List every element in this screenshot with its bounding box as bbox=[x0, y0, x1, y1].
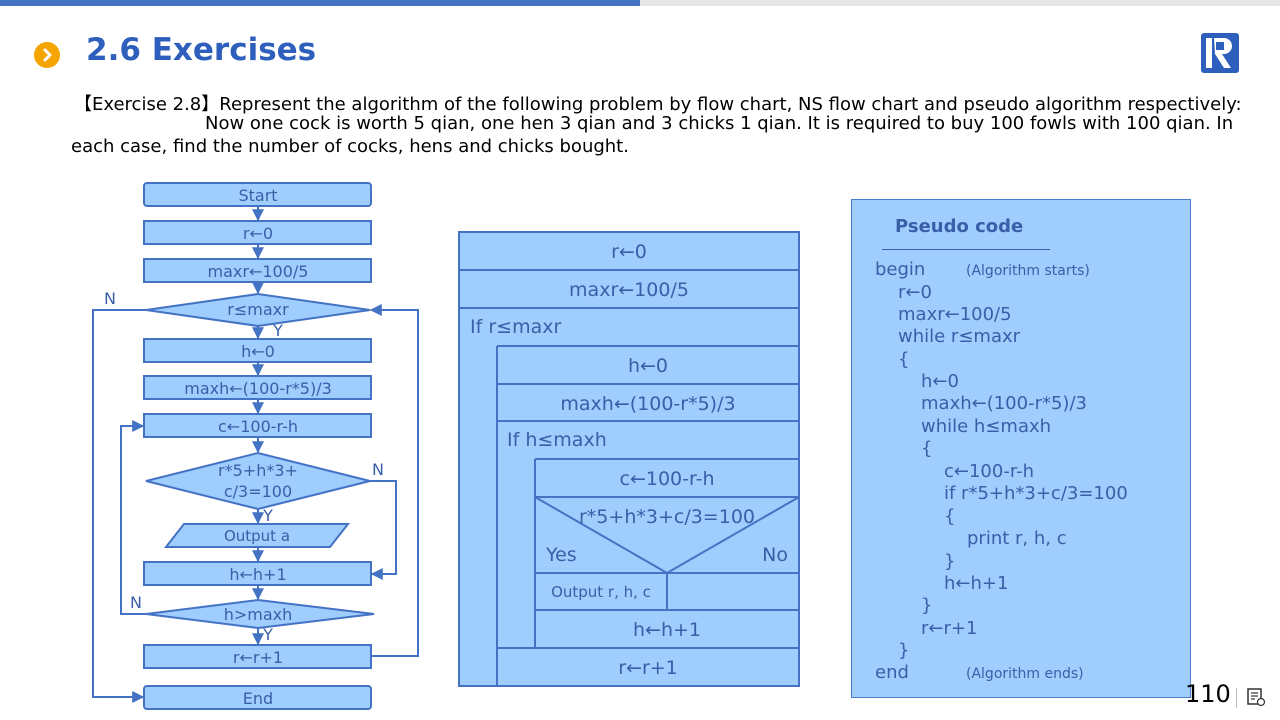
pseudo-line: print r, h, c bbox=[967, 528, 1067, 549]
ns-if-h-label: If h≤maxh bbox=[507, 429, 607, 451]
top-progress-track bbox=[640, 0, 1280, 6]
pseudo-begin: begin bbox=[875, 259, 926, 280]
ns-labels: r←0 maxr←100/5 If r≤maxr h←0 maxh←(100-r… bbox=[470, 241, 788, 679]
pseudo-line: maxr←100/5 bbox=[898, 304, 1012, 325]
pseudo-line: { bbox=[898, 349, 910, 370]
fc-h-init-label: h←0 bbox=[241, 342, 275, 361]
pseudo-code-box: Pseudo code begin (Algorithm starts) r←0… bbox=[851, 199, 1191, 698]
pseudo-begin-note: (Algorithm starts) bbox=[966, 263, 1090, 279]
ns-chart bbox=[458, 231, 800, 687]
fc-c-calc-label: c←100-r-h bbox=[218, 417, 298, 436]
ns-yes-label: Yes bbox=[545, 544, 577, 566]
fc-yes-label-1: Y bbox=[272, 321, 283, 340]
ns-r-init-label: r←0 bbox=[611, 241, 647, 263]
fc-h-inc-label: h←h+1 bbox=[229, 565, 286, 584]
pseudo-line: } bbox=[944, 551, 956, 572]
pseudo-line: } bbox=[898, 640, 910, 661]
fc-r-init-label: r←0 bbox=[243, 224, 273, 243]
page-title: 2.6 Exercises bbox=[86, 32, 317, 68]
fc-maxh-label: maxh←(100-r*5)/3 bbox=[184, 379, 332, 398]
pseudo-line: c←100-r-h bbox=[944, 461, 1034, 482]
pseudo-line: while r≤maxr bbox=[898, 326, 1021, 347]
top-progress-bar bbox=[0, 0, 640, 6]
ns-maxh-label: maxh←(100-r*5)/3 bbox=[560, 393, 735, 415]
ns-no-label: No bbox=[762, 544, 788, 566]
fc-output-label: Output a bbox=[224, 527, 290, 545]
flowchart-labels: Start r←0 maxr←100/5 r≤maxr Y N h←0 maxh… bbox=[104, 186, 384, 708]
question-line-2: Now one cock is worth 5 qian, one hen 3 … bbox=[205, 113, 1234, 134]
chevron-right-icon bbox=[34, 42, 60, 68]
question-line-3: each case, find the number of cocks, hen… bbox=[71, 136, 629, 157]
fc-cond-sum-label-1: r*5+h*3+ bbox=[218, 461, 298, 480]
logo bbox=[1200, 32, 1240, 74]
ns-r-inc-label: r←r+1 bbox=[618, 657, 678, 679]
fc-no-label-3: N bbox=[130, 593, 142, 612]
pseudo-line: if r*5+h*3+c/3=100 bbox=[944, 483, 1128, 504]
pseudo-line: { bbox=[921, 438, 933, 459]
page-number: 110 bbox=[1185, 680, 1231, 708]
pseudo-line: h←h+1 bbox=[944, 573, 1009, 594]
flowchart bbox=[92, 182, 419, 710]
pseudo-end-note: (Algorithm ends) bbox=[966, 666, 1084, 682]
ns-output-label: Output r, h, c bbox=[551, 583, 651, 601]
fc-output-parallelogram bbox=[163, 523, 351, 548]
pseudo-title: Pseudo code bbox=[895, 216, 1024, 237]
question-line-1: 【Exercise 2.8】Represent the algorithm of… bbox=[74, 94, 1242, 115]
ns-maxr-label: maxr←100/5 bbox=[569, 279, 689, 301]
pseudo-line: r←r+1 bbox=[921, 618, 978, 639]
pseudo-line: r←0 bbox=[898, 282, 932, 303]
notes-icon[interactable] bbox=[1246, 687, 1266, 707]
pseudo-line: h←0 bbox=[921, 371, 959, 392]
fc-end-label: End bbox=[243, 689, 273, 708]
ns-h-init-label: h←0 bbox=[628, 355, 668, 377]
fc-no-label-1: N bbox=[104, 289, 116, 308]
pseudo-title-underline bbox=[882, 249, 1050, 250]
ns-if-r-label: If r≤maxr bbox=[470, 316, 561, 338]
fc-cond-sum-label-2: c/3=100 bbox=[224, 482, 292, 501]
fc-yes-label-3: Y bbox=[262, 625, 273, 644]
fc-cond-r-label: r≤maxr bbox=[227, 300, 289, 319]
pseudo-line: { bbox=[944, 506, 956, 527]
ns-condition-label: r*5+h*3+c/3=100 bbox=[579, 506, 755, 528]
pseudo-end: end bbox=[875, 662, 909, 683]
fc-maxr-label: maxr←100/5 bbox=[208, 262, 309, 281]
ns-h-inc-label: h←h+1 bbox=[633, 619, 701, 641]
footer-divider bbox=[1236, 688, 1237, 708]
pseudo-line: } bbox=[921, 595, 933, 616]
pseudo-line: maxh←(100-r*5)/3 bbox=[921, 393, 1087, 414]
fc-no-label-2: N bbox=[372, 460, 384, 479]
fc-cond-h-label: h>maxh bbox=[224, 605, 293, 624]
ns-c-calc-label: c←100-r-h bbox=[620, 468, 715, 490]
fc-start-label: Start bbox=[238, 186, 277, 205]
fc-yes-label-2: Y bbox=[262, 506, 273, 525]
pseudo-line: while h≤maxh bbox=[921, 416, 1052, 437]
fc-cond-h-diamond bbox=[145, 598, 375, 630]
fc-r-inc-label: r←r+1 bbox=[233, 648, 283, 667]
